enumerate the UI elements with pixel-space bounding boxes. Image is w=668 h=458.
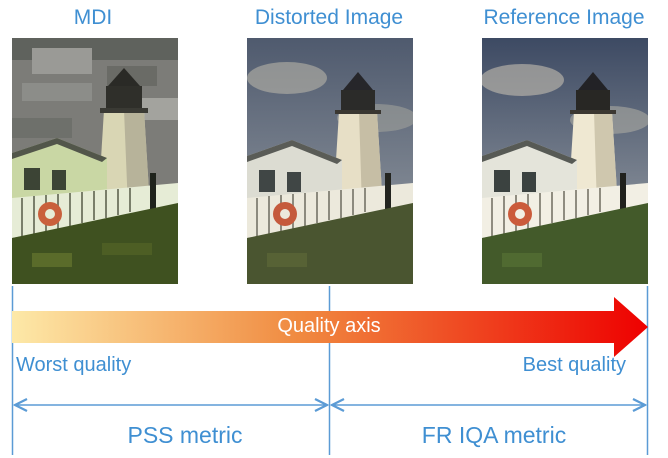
worst-quality-label: Worst quality bbox=[16, 354, 132, 376]
mdi-image bbox=[12, 38, 178, 284]
distorted-image-title: Distorted Image bbox=[254, 6, 404, 29]
quality-axis-label: Quality axis bbox=[277, 315, 381, 337]
distorted-image bbox=[247, 38, 413, 284]
quality-axis-arrow bbox=[12, 297, 648, 357]
mdi-title: MDI bbox=[73, 6, 113, 29]
reference-image-title: Reference Image bbox=[483, 6, 645, 29]
pss-metric-label: PSS metric bbox=[127, 422, 243, 448]
best-quality-label: Best quality bbox=[522, 354, 626, 376]
reference-image bbox=[482, 38, 648, 284]
fr-iqa-metric-label: FR IQA metric bbox=[421, 422, 567, 448]
